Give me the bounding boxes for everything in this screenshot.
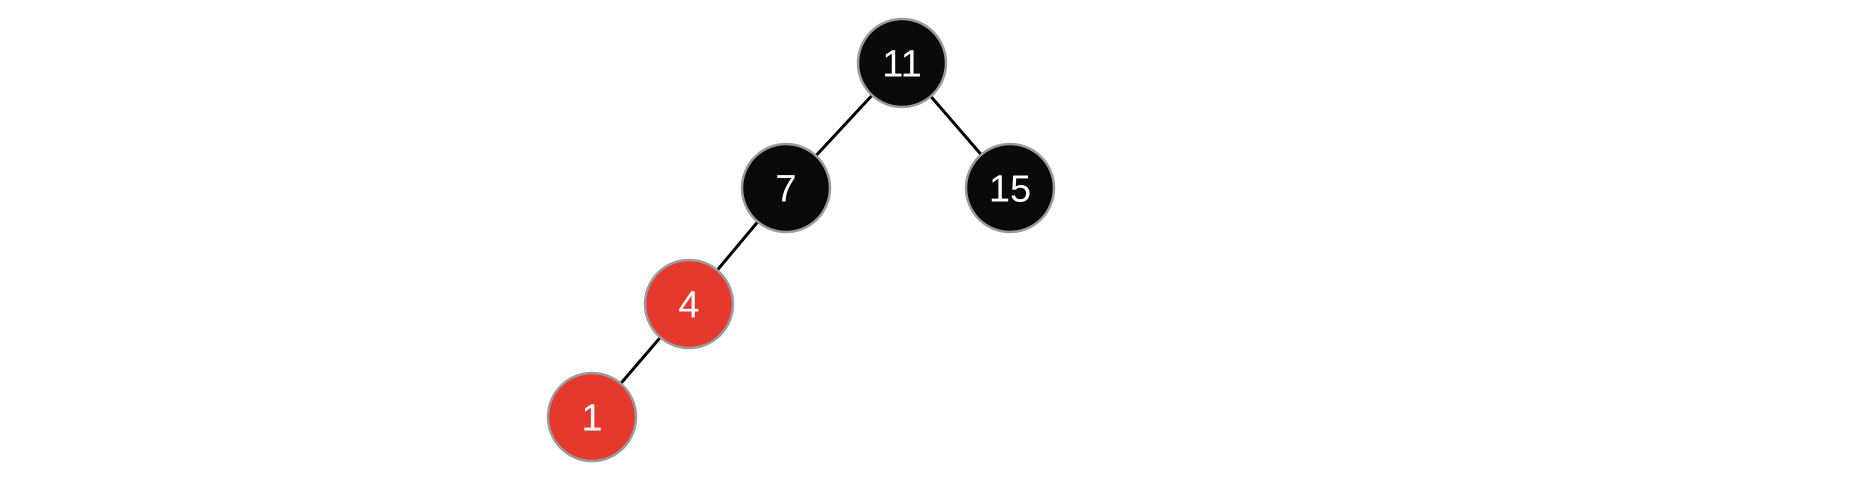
node-circle-red	[643, 258, 735, 350]
node-circle-black	[964, 142, 1056, 234]
tree-node-1: 1	[546, 371, 638, 463]
tree-node-7: 7	[740, 142, 832, 234]
node-circle-red	[546, 371, 638, 463]
tree-node-15: 15	[964, 142, 1056, 234]
node-circle-black	[856, 17, 948, 109]
tree-node-4: 4	[643, 258, 735, 350]
tree-node-11: 11	[856, 17, 948, 109]
node-circle-black	[740, 142, 832, 234]
